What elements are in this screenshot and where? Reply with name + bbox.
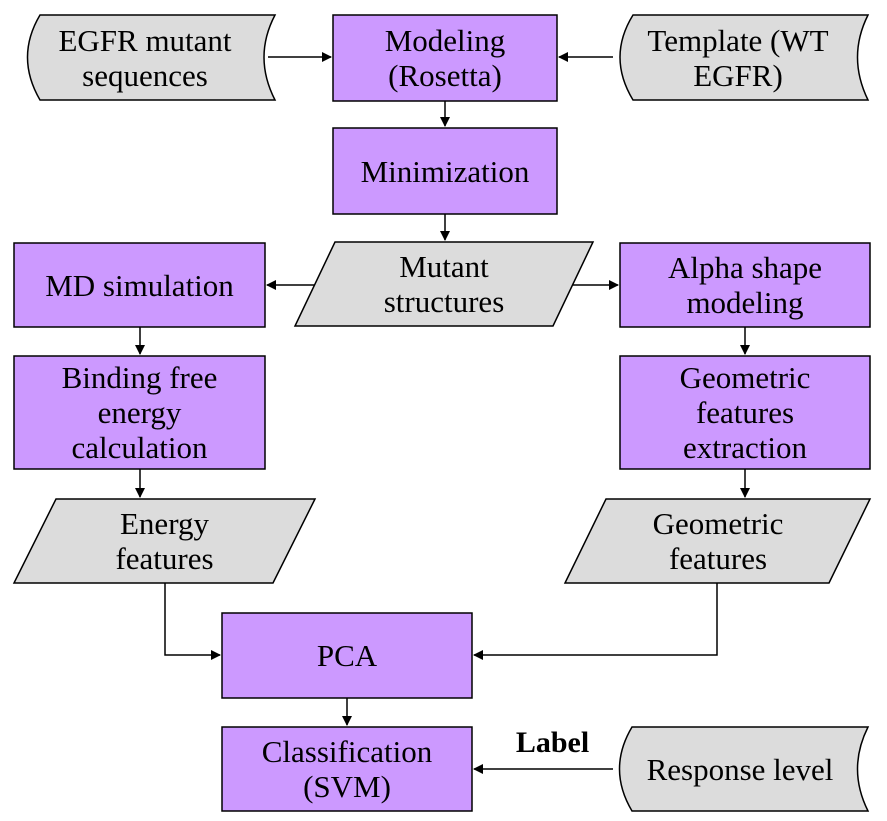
shape-mutant-structures — [293, 241, 595, 327]
shape-binding-free-energy — [13, 355, 266, 470]
shape-response-level — [618, 726, 870, 812]
connectors — [135, 52, 750, 774]
shape-egfr-mutant-sequences — [26, 14, 277, 101]
shape-pca — [221, 612, 473, 699]
arrow-geometric-to-pca — [473, 583, 718, 660]
shape-minimization — [332, 127, 558, 215]
arrow-energy-to-pca — [164, 583, 221, 660]
shape-modeling-rosetta — [332, 14, 558, 102]
shape-classification-svm — [221, 726, 473, 812]
shape-energy-features — [12, 498, 317, 584]
shape-alpha-shape-modeling — [619, 242, 871, 328]
shape-md-simulation — [13, 242, 266, 328]
shape-template-wt-egfr — [619, 14, 870, 101]
shape-geometric-features-extraction — [619, 355, 871, 470]
shape-geometric-features — [563, 498, 872, 584]
